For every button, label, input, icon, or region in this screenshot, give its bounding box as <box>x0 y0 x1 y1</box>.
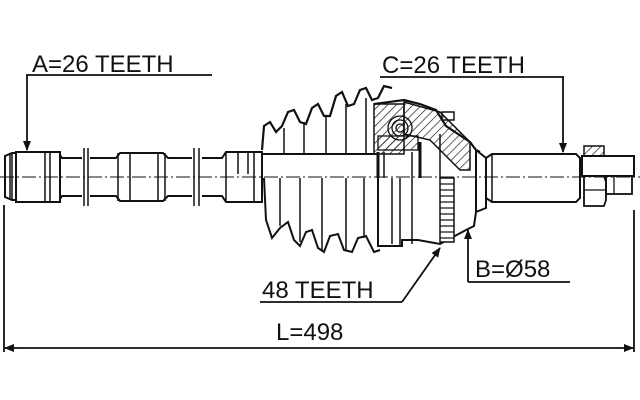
a-spline-text: A=26 TEETH <box>32 51 174 78</box>
rubber-boot <box>260 84 393 254</box>
c-spline-text: C=26 TEETH <box>382 52 525 79</box>
overall-length-dimension: L=498 <box>3 205 635 352</box>
abs-teeth-text: 48 TEETH <box>262 277 374 304</box>
label-a-spline: A=26 TEETH <box>23 51 212 151</box>
length-text: L=498 <box>276 319 343 346</box>
label-c-spline: C=26 TEETH <box>380 52 567 153</box>
label-b-diameter: B=Ø58 <box>464 229 570 283</box>
b-diameter-text: B=Ø58 <box>475 256 550 283</box>
right-stub-shaft <box>485 145 635 207</box>
label-abs-ring: 48 TEETH <box>260 247 441 304</box>
cv-joint <box>373 98 487 247</box>
